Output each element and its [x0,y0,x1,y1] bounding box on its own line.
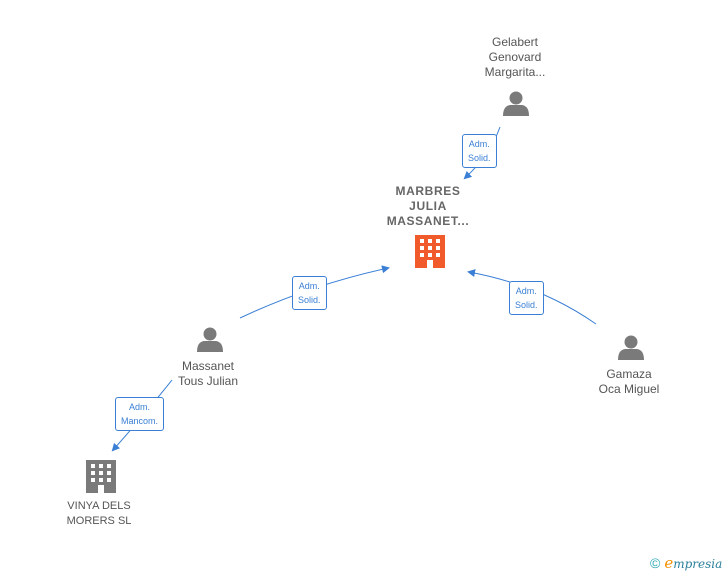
node-label-line: MARBRES [395,184,461,198]
edge-label-massanet-marbres[interactable]: Adm. Solid. [292,276,327,310]
node-label-line: MORERS SL [66,515,132,527]
edge-label-line: Adm. [468,139,490,149]
node-label-line: JULIA [409,199,447,213]
edge-label-line: Solid. [515,300,538,310]
node-label-line: Genovard [488,50,542,64]
person-icon[interactable] [503,91,529,117]
edge-label-gamaza-marbres[interactable]: Adm. Solid. [509,281,544,315]
brand-initial: e [664,554,674,572]
person-icon[interactable] [618,335,644,361]
edge-label-gelabert-marbres[interactable]: Adm. Solid. [462,134,497,168]
edge-label-line: Adm. [298,281,320,291]
node-label-marbres[interactable]: MARBRES JULIA MASSANET... [387,184,470,229]
node-label-line: VINYA DELS [67,500,131,512]
brand-name: mpresia [673,557,723,571]
building-icon[interactable] [415,235,445,268]
node-label-line: Tous Julian [177,374,239,388]
edge-label-line: Solid. [468,153,491,163]
node-label-line: MASSANET... [386,214,470,228]
node-label-line: Gamaza [606,367,652,381]
node-label-gamaza[interactable]: Gamaza Oca Miguel [599,367,660,397]
copyright-icon: © [650,555,661,571]
building-icon[interactable] [86,460,116,493]
edge-label-line: Adm. [129,402,151,412]
node-label-massanet[interactable]: Massanet Tous Julian [178,359,238,389]
person-icon[interactable] [197,327,223,353]
node-label-line: Massanet [181,359,235,373]
brand-logo[interactable]: ©empresia [650,554,722,572]
node-label-line: Margarita... [484,65,546,79]
node-label-line: Gelabert [491,35,539,49]
edge-label-massanet-vinya[interactable]: Adm. Mancom. [115,397,165,431]
edge-label-line: Adm. [515,286,537,296]
node-label-line: Oca Miguel [598,382,660,396]
edge-label-line: Mancom. [121,416,159,426]
edge-label-line: Solid. [298,295,321,305]
node-label-vinya[interactable]: VINYA DELS MORERS SL [67,499,132,529]
node-label-gelabert[interactable]: Gelabert Genovard Margarita... [485,35,546,80]
